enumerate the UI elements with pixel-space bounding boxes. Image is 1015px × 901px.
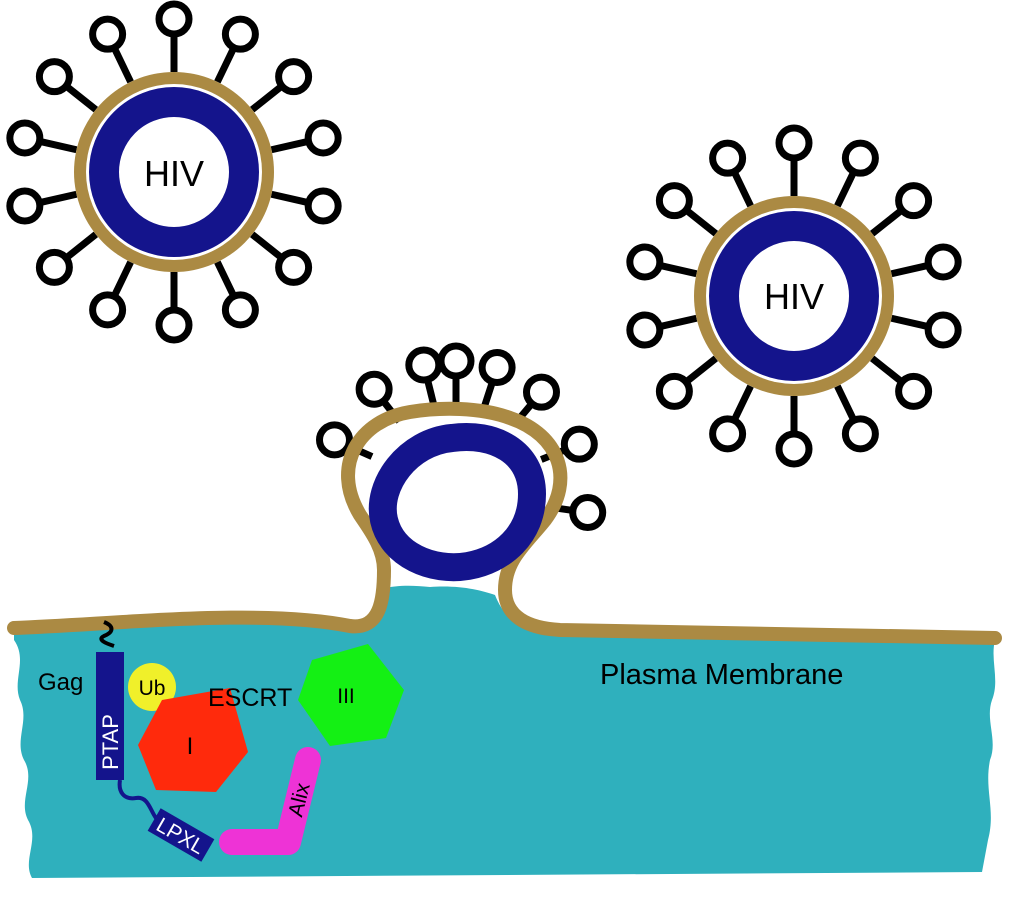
spike-knob — [221, 291, 259, 329]
spike-knob — [155, 0, 193, 38]
spike-stem — [890, 314, 930, 331]
spike-knob — [478, 349, 516, 387]
gag-ptap-domain — [96, 652, 124, 780]
spike-stem — [424, 378, 438, 406]
escrt-iii-label: III — [337, 685, 355, 708]
spike-knob — [304, 187, 342, 225]
spike-knob — [775, 124, 813, 162]
spike-knob — [626, 243, 664, 281]
spike-stem — [38, 137, 78, 154]
viral-capsid — [89, 87, 259, 257]
hiv-virion-left — [6, 0, 342, 344]
spike-knob — [355, 370, 393, 408]
spike-knob — [569, 494, 607, 532]
spike-stem — [214, 260, 238, 298]
spike-stem — [270, 190, 310, 207]
hiv-label-right: HIV — [764, 276, 824, 317]
spike-knob — [841, 139, 879, 177]
spike-knob — [655, 182, 693, 220]
alix-protein — [219, 747, 321, 855]
spike-knob — [35, 58, 73, 96]
ubiquitin — [128, 663, 176, 711]
spike-knob — [895, 182, 933, 220]
spike-stem — [481, 380, 496, 408]
spike-stem — [730, 384, 754, 422]
spike-stem — [250, 83, 285, 113]
spike-knob — [924, 243, 962, 281]
capsid-core — [120, 118, 228, 226]
hiv-virion-right — [626, 124, 962, 468]
spike-stem — [658, 261, 698, 278]
spike-stem — [683, 355, 718, 385]
spike-knob — [6, 119, 44, 157]
spike-stem — [110, 260, 134, 298]
spike-stem — [730, 170, 754, 208]
spike-knob — [437, 342, 475, 380]
spike-knob — [35, 248, 73, 286]
gag-label: Gag — [38, 669, 83, 696]
ptap-label: PTAP — [98, 714, 123, 770]
gag-lpxl-domain — [147, 808, 215, 862]
spike-stem — [214, 46, 238, 84]
spike-stem — [63, 83, 98, 113]
spike-stem — [890, 261, 930, 278]
spike-knob — [405, 346, 443, 384]
spike-knob — [709, 415, 747, 453]
budding-virion-spikes — [315, 342, 607, 532]
spike-knob — [6, 187, 44, 225]
spike-stem — [270, 137, 310, 154]
gag-membrane-anchor — [99, 620, 115, 648]
ub-label: Ub — [139, 677, 166, 700]
spike-knob — [315, 421, 353, 459]
viral-capsid — [709, 211, 879, 381]
spike-knob — [221, 15, 259, 53]
spike-stem — [658, 314, 698, 331]
spike-knob — [626, 311, 664, 349]
spike-stem — [63, 231, 98, 261]
hiv-label-left: HIV — [144, 153, 204, 194]
spike-knob — [304, 119, 342, 157]
gag-linker — [117, 779, 158, 820]
escrt-i-label: I — [187, 733, 194, 760]
spike-knob — [924, 311, 962, 349]
plasma-membrane-label: Plasma Membrane — [600, 659, 843, 691]
cytoplasm — [14, 585, 996, 878]
spike-stem — [870, 207, 905, 237]
spike-knob — [709, 139, 747, 177]
spike-knob — [275, 58, 313, 96]
spike-knob — [775, 430, 813, 468]
spike-stem — [38, 190, 78, 207]
spike-stem — [250, 231, 285, 261]
spike-stem — [870, 355, 905, 385]
spike-stem — [834, 384, 858, 422]
escrt-label: ESCRT — [208, 684, 292, 712]
spike-knob — [89, 291, 127, 329]
escrt-i-complex — [138, 688, 248, 792]
spike-knob — [89, 15, 127, 53]
spike-stem — [110, 46, 134, 84]
budding-capsid — [368, 423, 546, 582]
capsid-core — [740, 242, 848, 350]
spike-stem — [683, 207, 718, 237]
spike-knob — [841, 415, 879, 453]
spike-knob — [655, 372, 693, 410]
escrt-iii-complex — [298, 644, 404, 746]
spike-knob — [522, 373, 560, 411]
spike-knob — [155, 306, 193, 344]
spike-knob — [275, 248, 313, 286]
spike-stem — [834, 170, 858, 208]
spike-knob — [560, 425, 598, 463]
spike-knob — [895, 372, 933, 410]
